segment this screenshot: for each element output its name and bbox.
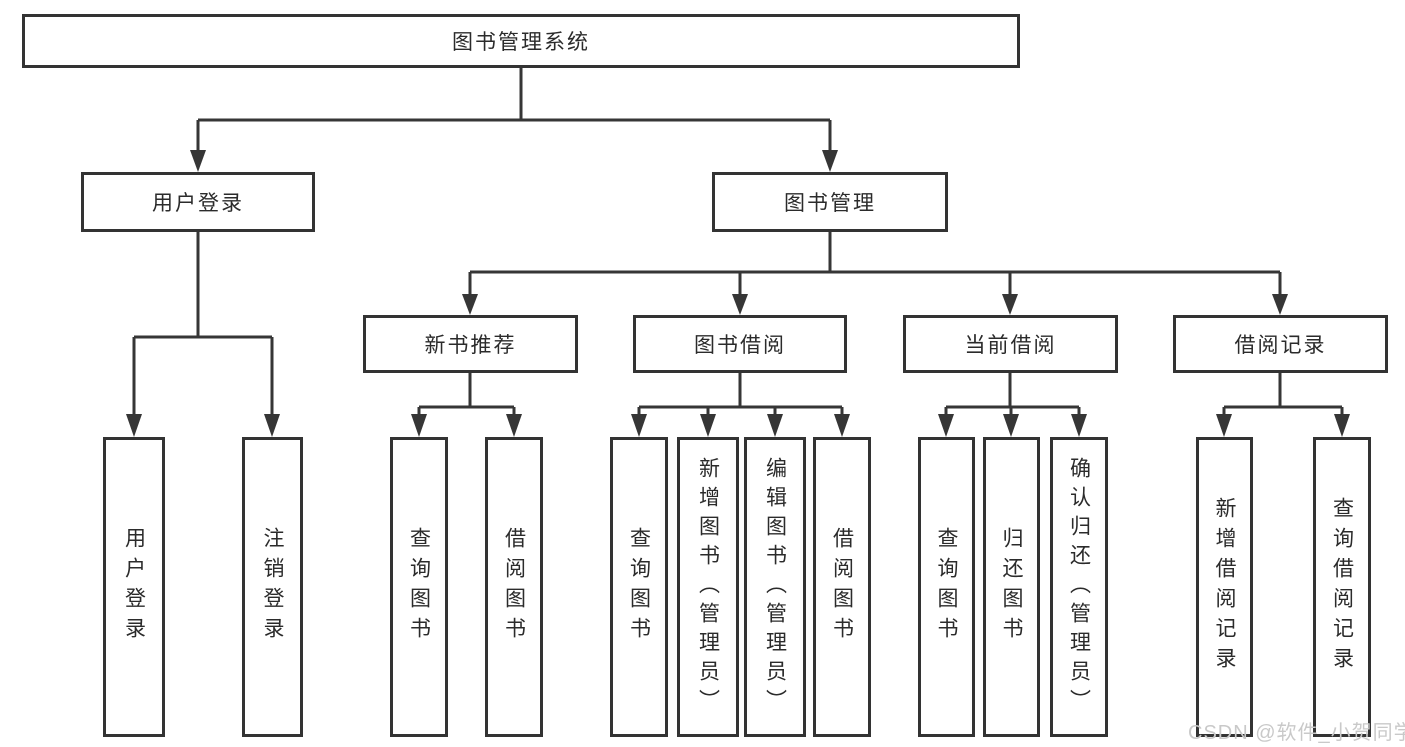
- connector-group-new-book-rec: [411, 373, 522, 437]
- arrow-down-icon: [834, 414, 850, 437]
- node-label: 查询图书: [627, 527, 651, 647]
- node-label: 当前借阅: [964, 334, 1057, 357]
- arrow-down-icon: [938, 414, 954, 437]
- node-label: 图书管理系统: [452, 31, 590, 54]
- node-book-borrowing: 图书借阅: [633, 315, 847, 373]
- node-label: 用户登录: [122, 527, 146, 647]
- node-label: 确认归还（管理员）: [1067, 456, 1091, 718]
- arrow-down-icon: [1003, 414, 1019, 437]
- leaf-query-books-1: 查询图书: [390, 437, 448, 737]
- node-current-borrowing: 当前借阅: [903, 315, 1118, 373]
- arrow-down-icon: [126, 414, 142, 437]
- arrow-down-icon: [264, 414, 280, 437]
- leaf-edit-books-admin: 编辑图书（管理员）: [744, 437, 806, 737]
- leaf-query-books-3: 查询图书: [918, 437, 975, 737]
- arrow-down-icon: [411, 414, 427, 437]
- node-new-book-recommend: 新书推荐: [363, 315, 578, 373]
- leaf-user-login: 用户登录: [103, 437, 165, 737]
- leaf-logout: 注销登录: [242, 437, 303, 737]
- connector-group-book-borrow: [631, 373, 850, 437]
- connector-group-borrow-records: [1216, 373, 1350, 437]
- node-borrowing-records: 借阅记录: [1173, 315, 1388, 373]
- leaf-borrow-books-1: 借阅图书: [485, 437, 543, 737]
- leaf-borrow-books-2: 借阅图书: [813, 437, 871, 737]
- arrow-down-icon: [190, 150, 206, 172]
- node-label: 查询借阅记录: [1330, 497, 1354, 677]
- node-label: 查询图书: [407, 527, 431, 647]
- node-label: 编辑图书（管理员）: [763, 456, 787, 718]
- arrow-down-icon: [1002, 294, 1018, 315]
- node-label: 图书借阅: [694, 334, 786, 357]
- node-label: 注销登录: [261, 527, 284, 647]
- arrow-down-icon: [700, 414, 716, 437]
- node-label: 新增图书（管理员）: [696, 456, 720, 718]
- node-label: 借阅图书: [502, 527, 526, 647]
- node-label: 用户登录: [152, 192, 244, 215]
- arrow-down-icon: [1334, 414, 1350, 437]
- arrow-down-icon: [462, 294, 478, 315]
- connector-group-current-borrow: [938, 373, 1087, 437]
- connector-group-root: [190, 68, 838, 172]
- arrow-down-icon: [1216, 414, 1232, 437]
- arrow-down-icon: [1272, 294, 1288, 315]
- node-label: 新增借阅记录: [1213, 497, 1236, 677]
- arrow-down-icon: [767, 414, 783, 437]
- arrow-down-icon: [732, 294, 748, 315]
- arrow-down-icon: [822, 150, 838, 172]
- leaf-query-borrow-record: 查询借阅记录: [1313, 437, 1371, 737]
- arrow-down-icon: [1071, 414, 1087, 437]
- node-user-login: 用户登录: [81, 172, 315, 232]
- leaf-return-books: 归还图书: [983, 437, 1040, 737]
- connector-group-book-mgmt: [462, 232, 1288, 315]
- arrow-down-icon: [506, 414, 522, 437]
- node-label: 借阅图书: [830, 527, 854, 647]
- connector-group-user-login: [126, 232, 280, 437]
- node-book-management: 图书管理: [712, 172, 948, 232]
- node-label: 查询图书: [935, 527, 958, 647]
- node-label: 图书管理: [784, 192, 876, 215]
- leaf-query-books-2: 查询图书: [610, 437, 668, 737]
- leaf-add-borrow-record: 新增借阅记录: [1196, 437, 1253, 737]
- leaf-add-books-admin: 新增图书（管理员）: [677, 437, 739, 737]
- csdn-watermark: CSDN @软件_小贺同学: [1188, 722, 1405, 744]
- node-label: 新书推荐: [424, 334, 517, 357]
- node-root-system: 图书管理系统: [22, 14, 1020, 68]
- node-label: 归还图书: [1000, 527, 1023, 647]
- arrow-down-icon: [631, 414, 647, 437]
- node-label: 借阅记录: [1234, 334, 1327, 357]
- leaf-confirm-return-admin: 确认归还（管理员）: [1050, 437, 1108, 737]
